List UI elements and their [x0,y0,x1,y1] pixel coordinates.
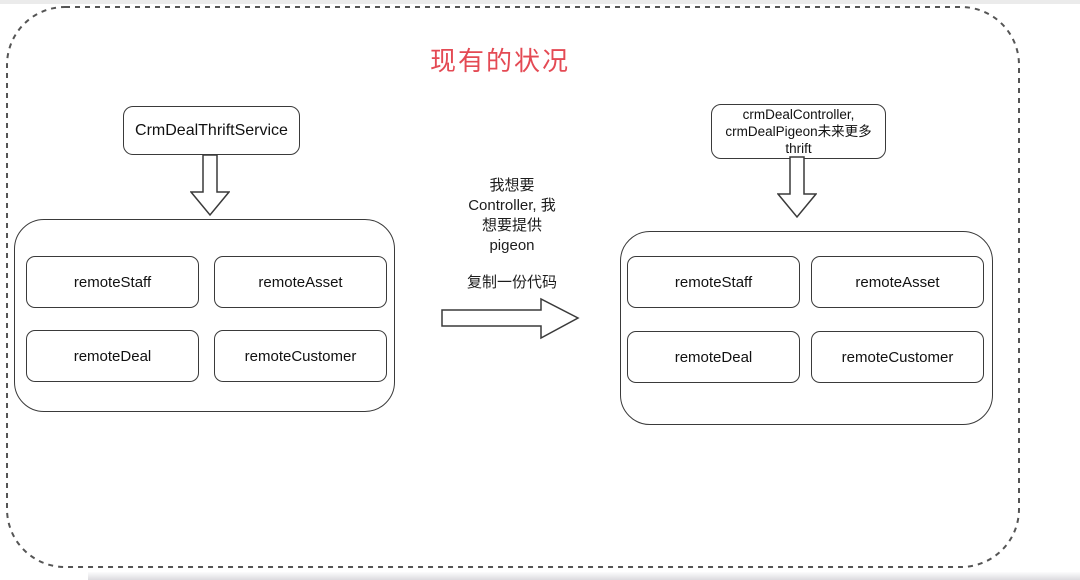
bottom-shadow-strip [88,572,1080,580]
left-service-group: remoteStaff remoteAsset remoteDeal remot… [14,219,395,412]
right-service-label-line: crmDealPigeon未来更多 [725,124,872,139]
service-box-label: remoteCustomer [244,347,357,365]
service-box: remoteCustomer [214,330,387,382]
right-service-label-box: crmDealController, crmDealPigeon未来更多 thr… [711,104,886,159]
middle-note-line: 想要提供 [481,217,542,234]
middle-note: 我想要 Controller, 我 想要提供 pigeon [432,176,592,256]
service-box-label: remoteAsset [258,273,343,291]
service-box-label: remoteDeal [73,347,152,365]
left-service-label-box: CrmDealThriftService [123,106,300,155]
diagram-title: 现有的状况 [429,46,570,76]
service-box-label: remoteDeal [674,348,753,366]
service-box-label: remoteAsset [855,273,940,291]
right-service-group: remoteStaff remoteAsset remoteDeal remot… [620,231,993,425]
middle-note-line: Controller, 我 [468,197,556,214]
service-box: remoteStaff [26,256,199,308]
right-arrow-icon [441,297,580,340]
service-box: remoteAsset [811,256,984,308]
service-box: remoteDeal [627,331,800,383]
service-box-label: remoteCustomer [841,348,954,366]
left-service-label: CrmDealThriftService [135,121,288,139]
service-box: remoteCustomer [811,331,984,383]
right-service-label-line: thrift [785,141,812,156]
service-box: remoteDeal [26,330,199,382]
copy-action-label: 复制一份代码 [466,274,557,291]
middle-note-line: pigeon [489,237,535,254]
right-service-label-line: crmDealController, [742,107,855,122]
service-box: remoteStaff [627,256,800,308]
service-box-label: remoteStaff [73,273,152,291]
service-box-label: remoteStaff [674,273,753,291]
middle-note-line: 我想要 [489,177,535,194]
service-box: remoteAsset [214,256,387,308]
down-arrow-icon [777,156,817,219]
down-arrow-icon [190,154,230,217]
top-edge-strip [0,0,1080,4]
